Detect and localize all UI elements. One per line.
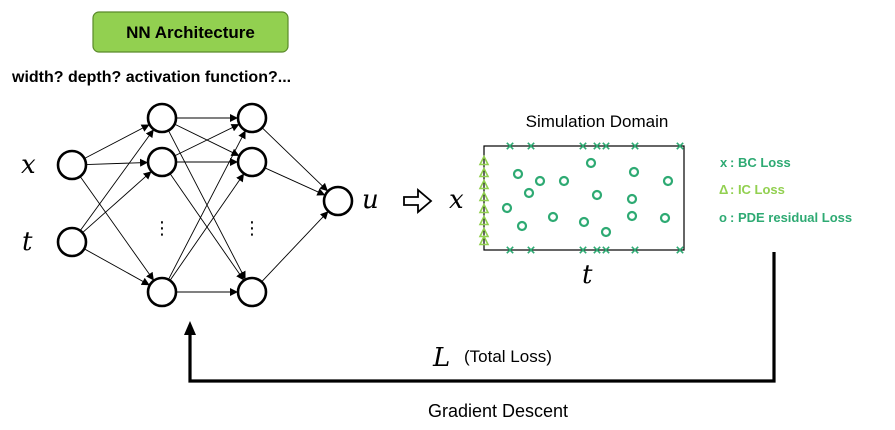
architecture-question: width? depth? activation function?... [11,69,291,86]
pde-point [585,157,597,169]
network-edge [168,130,246,280]
gradient-descent-label: Gradient Descent [428,401,568,421]
pde-point [628,166,640,178]
input-node-t [56,226,88,258]
network-edge [79,129,154,231]
network-edge [79,176,154,281]
network-edge [84,124,150,159]
hidden1-node-n [146,276,178,308]
bc-point [602,142,610,150]
legend-ic-label: : IC Loss [730,182,785,197]
network-edge [261,211,329,283]
bc-point [593,142,601,150]
legend-bc-label: : BC Loss [730,155,791,170]
ic-point [478,202,490,214]
bc-point [631,142,639,150]
pde-point [547,211,559,223]
ic-point [478,234,490,246]
network-edges [79,114,329,296]
input-label-t: t [22,227,33,257]
loss-label: (Total Loss) [464,347,552,366]
hidden2-node-1 [236,102,268,134]
hidden1-node-1 [146,102,178,134]
network-edge [174,124,240,157]
network-nodes [56,102,354,308]
network-edge [85,158,149,167]
input-node-x [56,149,88,181]
hidden2-node-2 [236,146,268,178]
hidden2-ellipsis: ⋮ [243,218,261,239]
feedback-arrow-icon [188,252,776,383]
domain-title: Simulation Domain [526,112,669,131]
bc-point [506,142,514,150]
nn-architecture-badge: NN Architecture [92,11,289,53]
network-edge [169,173,245,281]
ic-point [478,154,490,166]
pde-point [558,175,570,187]
legend-pde-symbol: o [719,210,727,225]
pde-point [659,212,671,224]
feedback-arrowhead [184,321,196,335]
output-label-u: u [362,185,379,215]
bc-point [506,246,514,254]
domain-axis-x: x [449,185,464,215]
bc-point [602,246,610,254]
bc-point [676,142,684,150]
ic-point [478,178,490,190]
legend-pde-label: : PDE residual Loss [730,210,852,225]
ic-point [478,166,490,178]
hidden1-node-2 [146,146,178,178]
bc-point [527,246,535,254]
bc-point [527,142,535,150]
input-label-x: x [21,150,36,180]
bc-point [579,246,587,254]
network-edge [84,248,150,286]
pde-point [626,193,638,205]
ic-point [478,214,490,226]
pde-point [578,216,590,228]
network-edge [82,171,152,234]
collocation-points [478,142,684,254]
pde-point [512,168,524,180]
bc-point [593,246,601,254]
legend-ic-symbol: Δ [719,182,728,197]
simulation-domain-box [483,145,685,251]
pde-point [591,189,603,201]
pde-point [600,226,612,238]
network-edge [264,167,326,196]
pde-point [662,175,674,187]
pde-point [516,220,528,232]
open-arrow-icon [403,188,433,214]
network-edge [261,127,328,192]
domain-axis-t: t [582,260,593,290]
hidden2-node-n [236,276,268,308]
bc-point [676,246,684,254]
bc-point [631,246,639,254]
loss-symbol: L [432,343,450,373]
pde-point [534,175,546,187]
loss-legend: x : BC Loss Δ : IC Loss o : PDE residual… [719,155,852,225]
hidden1-ellipsis: ⋮ [153,218,171,239]
pde-point [523,187,535,199]
output-node-u [322,185,354,217]
network-edge [169,173,245,281]
ic-point [478,190,490,202]
legend-bc-symbol: x [720,155,728,170]
pde-point [626,210,638,222]
pde-point [501,202,513,214]
bc-point [579,142,587,150]
nn-architecture-title: NN Architecture [126,23,255,42]
